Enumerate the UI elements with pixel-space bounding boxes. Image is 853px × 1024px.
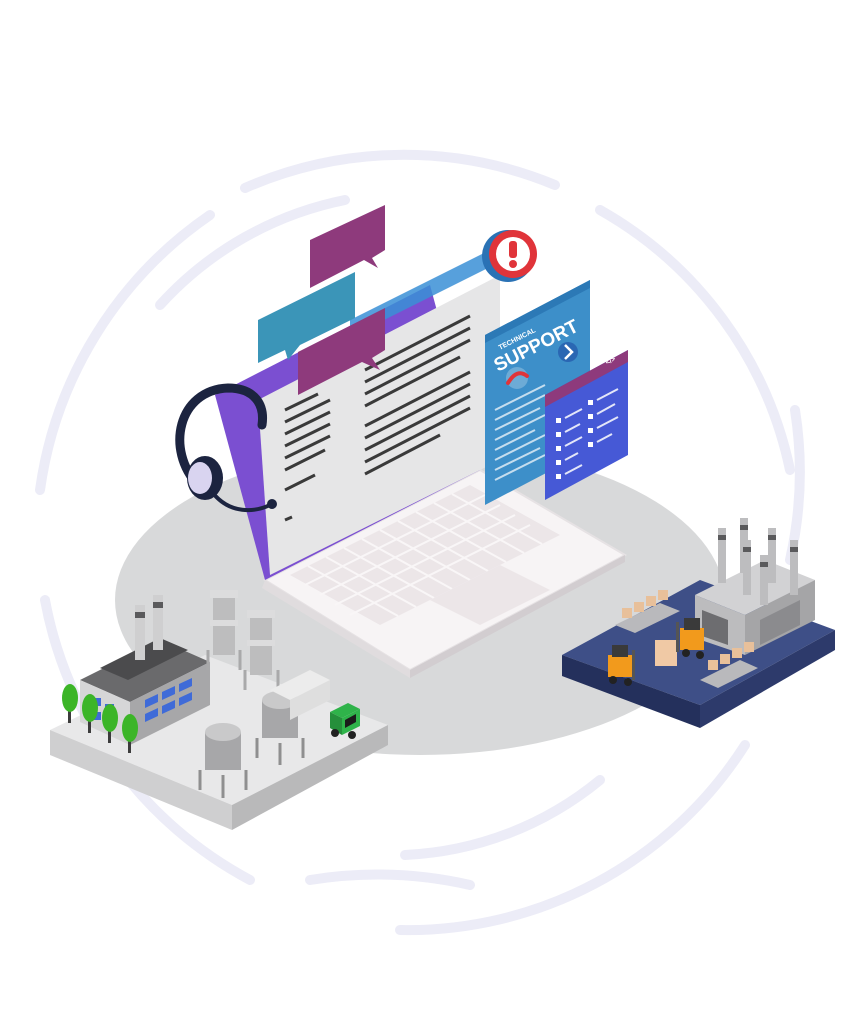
factory-icon	[50, 590, 388, 830]
warehouse-icon	[562, 518, 835, 728]
chat-bubble-icon	[258, 205, 385, 395]
storage-tank	[255, 691, 305, 765]
phone-icon	[506, 367, 529, 389]
laptop-icon	[215, 245, 628, 678]
forklift-icon	[608, 645, 635, 686]
forklift-icon	[676, 618, 704, 659]
code-window: </>	[545, 350, 628, 500]
laptop-screen	[258, 275, 500, 575]
trackpad	[430, 565, 550, 625]
document-lines	[284, 314, 471, 522]
storage-tank	[198, 723, 248, 798]
code-window-tag: </>	[605, 356, 617, 367]
headset-icon	[175, 383, 277, 513]
tree-icon	[62, 684, 138, 753]
truck-icon	[270, 670, 360, 739]
support-arrow-icon	[558, 342, 578, 362]
alert-icon	[482, 230, 537, 282]
